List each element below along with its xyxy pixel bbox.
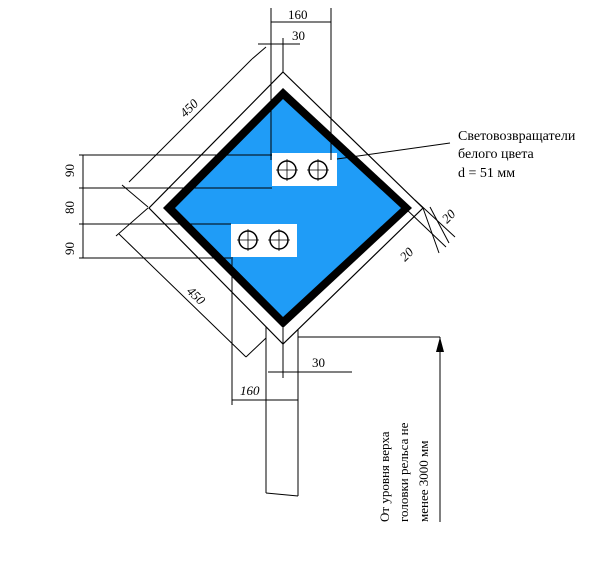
reflector-label-1: Световозвращатели [458, 129, 576, 144]
dim-post-offset: 30 [312, 355, 325, 370]
dim-top-width: 160 [288, 7, 308, 22]
bottom-dimensions: 160 30 [231, 257, 352, 405]
svg-text:20: 20 [397, 244, 417, 264]
left-vertical-dimensions: 90 80 90 [62, 154, 272, 259]
height-label-3: менее 3000 мм [416, 441, 431, 522]
height-label-2: головки рельса не [396, 422, 411, 522]
reflector-panel-upper [272, 153, 337, 186]
reflector-annotation: Световозвращатели белого цвета d = 51 мм [336, 129, 576, 181]
svg-text:90: 90 [62, 164, 77, 177]
reflector-panel-lower [231, 224, 297, 257]
top-dimensions: 160 30 [258, 7, 332, 160]
post [265, 320, 299, 497]
height-annotation: От уровня верха головки рельса не менее … [298, 336, 444, 522]
reflector-label-3: d = 51 мм [458, 166, 515, 181]
svg-text:80: 80 [62, 201, 77, 214]
height-label-1: От уровня верха [377, 431, 392, 522]
svg-text:450: 450 [184, 283, 209, 308]
svg-text:90: 90 [62, 242, 77, 255]
dim-top-offset: 30 [292, 28, 305, 43]
svg-text:450: 450 [177, 95, 202, 120]
svg-text:20: 20 [439, 206, 459, 226]
arrow-up-icon [436, 337, 444, 352]
dim-post-width: 160 [240, 383, 260, 398]
sign-blue-field [175, 99, 401, 317]
reflector-label-2: белого цвета [458, 147, 535, 162]
